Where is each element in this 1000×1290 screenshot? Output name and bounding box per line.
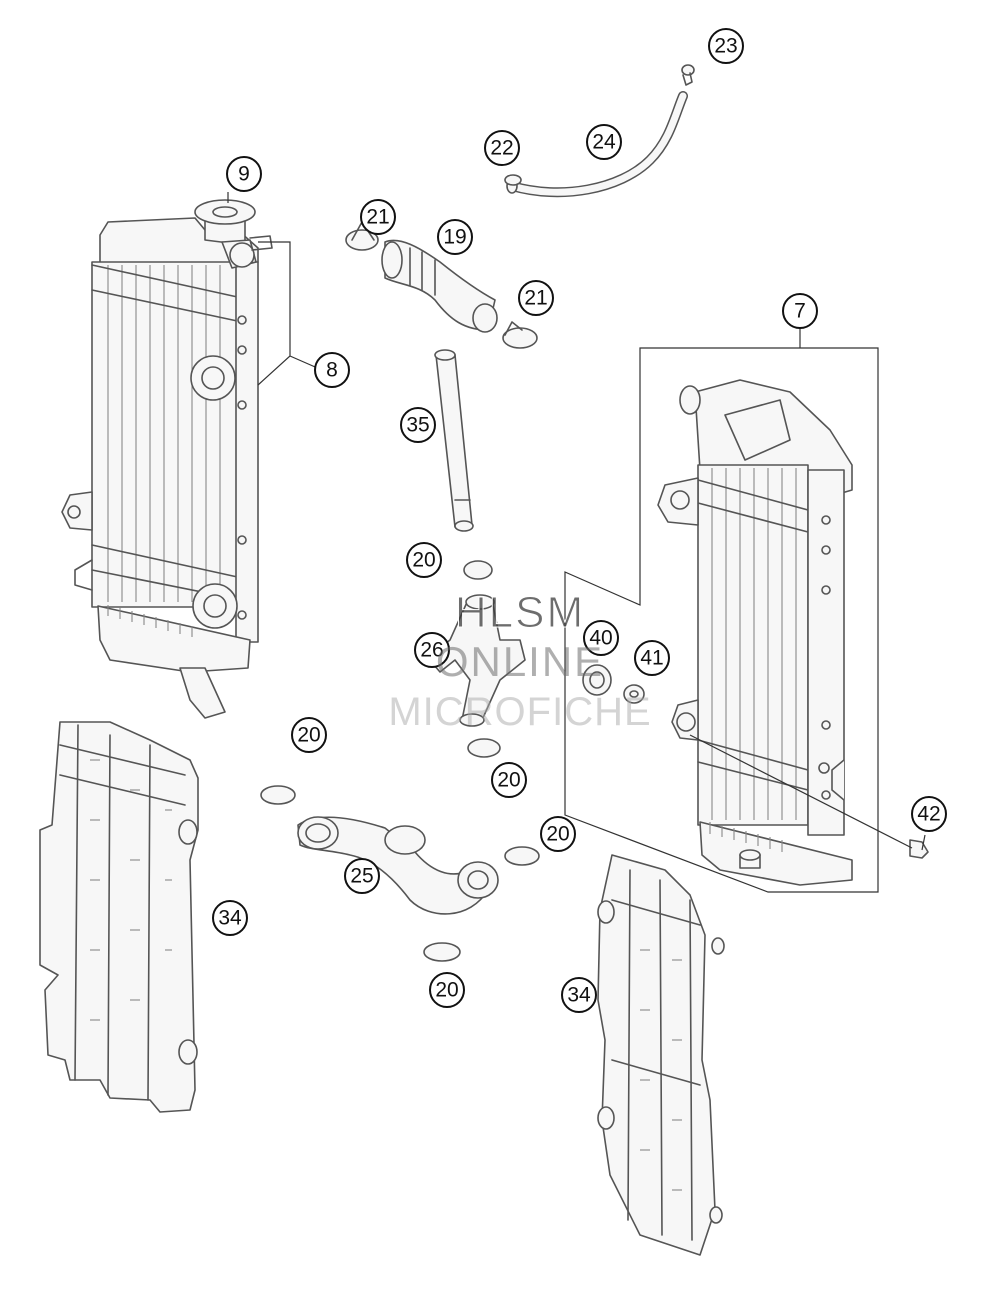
svg-text:25: 25 [350,865,373,888]
svg-text:21: 21 [524,287,547,310]
callout-20d: 20 [540,816,576,852]
svg-text:20: 20 [497,769,520,792]
svg-text:34: 34 [567,984,591,1007]
grommet-40 [582,664,612,696]
left-shroud [39,721,199,1113]
callout-21b: 21 [518,280,554,316]
svg-text:20: 20 [435,979,458,1002]
svg-text:26: 26 [420,639,443,662]
callout-41: 41 [634,640,670,676]
svg-text:21: 21 [366,206,389,229]
watermark-line-1: HLSM [454,588,586,638]
connecting-pipe [434,349,493,580]
svg-text:41: 41 [640,647,663,670]
callout-9: 9 [226,156,262,192]
leader-8 [257,241,323,386]
left-radiator [61,199,273,719]
watermark-line-3: MICROFICHE [388,690,652,734]
callout-22: 22 [484,130,520,166]
callout-35: 35 [400,407,436,443]
svg-text:20: 20 [297,724,320,747]
svg-text:42: 42 [917,803,940,826]
breather-hose [504,64,695,198]
callout-20b: 20 [291,717,327,753]
right-shroud [597,854,725,1256]
callout-20a: 20 [406,542,442,578]
upper-hose [345,221,538,349]
leader-42 [921,834,926,851]
svg-text:19: 19 [443,226,466,249]
callout-7: 7 [782,293,818,329]
svg-text:7: 7 [794,300,806,323]
callout-40: 40 [583,620,619,656]
svg-text:20: 20 [546,823,569,846]
assembly-frame-7 [564,347,879,893]
callout-34b: 34 [561,977,597,1013]
svg-text:40: 40 [589,627,612,650]
washer-41 [623,684,645,704]
svg-text:23: 23 [714,35,737,58]
callout-19: 19 [437,219,473,255]
callout-23: 23 [708,28,744,64]
right-radiator [657,379,853,886]
svg-text:22: 22 [490,137,513,160]
lower-hose [260,785,540,962]
watermark-line-2: ONLINE [435,638,605,685]
svg-text:34: 34 [218,907,242,930]
svg-text:8: 8 [326,359,338,382]
svg-text:20: 20 [412,549,435,572]
callout-8: 8 [314,352,350,388]
svg-text:9: 9 [238,163,250,186]
callout-24: 24 [586,124,622,160]
svg-text:35: 35 [406,414,429,437]
callout-21a: 21 [360,199,396,235]
screw-42 [689,734,929,859]
callout-25: 25 [344,858,380,894]
callout-42: 42 [911,796,947,832]
callout-34a: 34 [212,900,248,936]
callout-20c: 20 [491,762,527,798]
svg-text:24: 24 [592,131,616,154]
callout-20e: 20 [429,972,465,1008]
callout-26: 26 [414,632,450,668]
